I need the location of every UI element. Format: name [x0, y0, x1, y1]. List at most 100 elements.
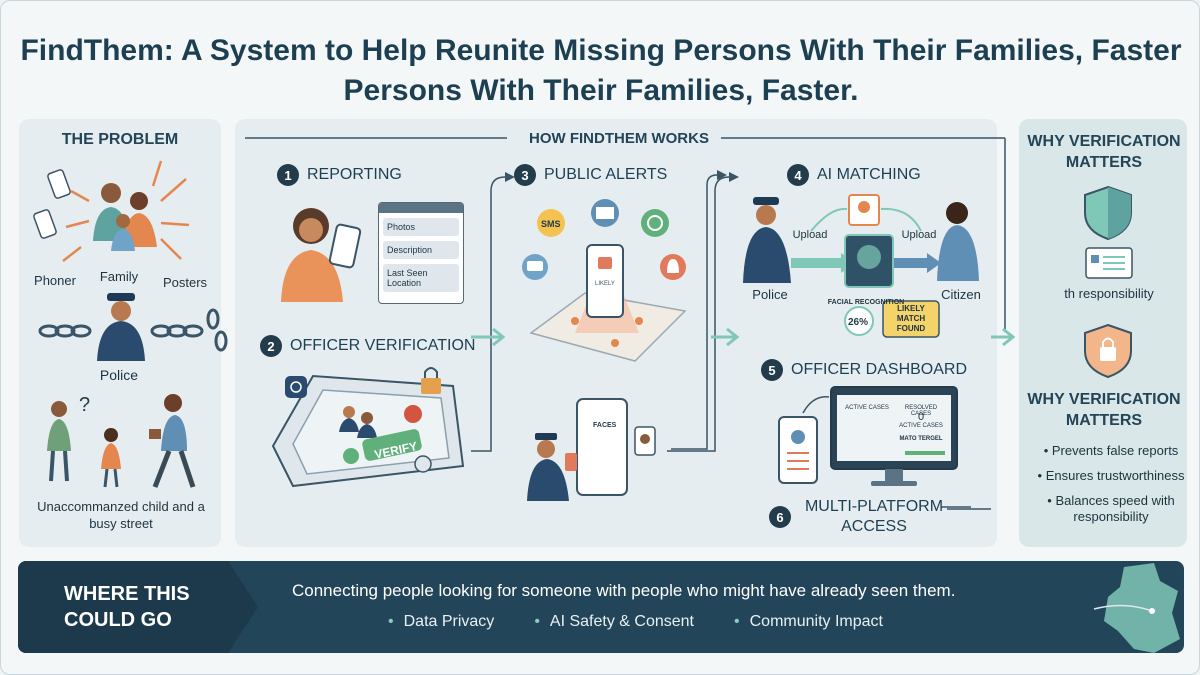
fingerprint-icon: [285, 376, 307, 398]
step-officer-dashboard: 5 OFFICER DASHBOARD: [761, 359, 967, 381]
lock-icon: [421, 367, 441, 394]
dash-match-label: MATO TERGEL: [899, 436, 943, 442]
officer-scanning-icon: [527, 433, 577, 501]
reporting-woman-icon: [281, 208, 362, 302]
faces-label: FACES: [593, 422, 617, 429]
step-label: AI MATCHING: [817, 166, 921, 183]
step-number: 5: [761, 359, 783, 381]
bottom-bullet: AI Safety & Consent: [534, 613, 694, 631]
why-heading-1: WHY VERIFICATION MATTERS: [1027, 133, 1181, 171]
verify-button[interactable]: [361, 428, 422, 462]
why-bullet: Prevents false reports: [1031, 443, 1191, 459]
report-form: Photos Description Last Seen Location: [378, 202, 464, 304]
works-heading-rule: [245, 137, 1006, 329]
match-found-badge: [882, 300, 940, 338]
upload-right-label: Upload: [901, 229, 937, 241]
problem-family-label: Family: [99, 269, 139, 284]
sms-label: SMS: [541, 219, 561, 229]
step-officer-verification: 2 OFFICER VERIFICATION: [260, 335, 475, 357]
step-number: 6: [769, 506, 791, 528]
bottom-bullets: Data Privacy AI Safety & Consent Communi…: [388, 613, 883, 631]
bottom-banner: WHERE THIS COULD GO Connecting people lo…: [18, 561, 1184, 653]
last-seen-location-field[interactable]: Last Seen Location: [383, 264, 459, 292]
mobile-app-icon: [778, 416, 818, 484]
faces-connector: [671, 170, 727, 450]
dashboard-illustration: [778, 386, 958, 486]
photos-field[interactable]: Photos: [383, 218, 459, 236]
step-number: 4: [787, 164, 809, 186]
dash-zero-value: 0: [917, 411, 925, 423]
police-officer-icon: [97, 293, 145, 361]
checklist-icon: [1085, 247, 1133, 279]
public-alerts-illustration: LIKELY SMS: [522, 199, 687, 362]
arrow-icons: [62, 160, 190, 262]
why-heading-2: WHY VERIFICATION MATTERS: [1027, 391, 1181, 429]
walking-person-icon: [149, 394, 196, 488]
description-field[interactable]: Description: [383, 241, 459, 259]
chat-icon: [522, 254, 548, 280]
police-icon: [743, 197, 791, 283]
step-label: OFFICER VERIFICATION: [290, 337, 476, 354]
phone-alert-icon: [586, 244, 624, 318]
street-scene: ?: [47, 394, 196, 488]
problem-posters-label: Posters: [162, 275, 208, 290]
whatsapp-icon: [641, 209, 669, 237]
bottom-bullet: Data Privacy: [388, 613, 495, 631]
why-bullet: Balances speed with responsibility: [1031, 493, 1191, 525]
dash-active-label: ACTIVE CASES: [845, 405, 889, 411]
step-label: OFFICER DASHBOARD: [791, 361, 968, 378]
accept-icon[interactable]: [343, 448, 359, 464]
title-line-2: Persons With Their Families, Faster.: [343, 74, 859, 107]
step-label: PUBLIC ALERTS: [544, 166, 668, 183]
child-icon: [47, 401, 121, 488]
phone-likely-label: LIKELY: [595, 281, 615, 287]
platform-connector: [947, 508, 991, 510]
match-found-label: LIKELY MATCH FOUND: [896, 304, 926, 333]
title-line-1: FindThem: A System to Help Reunite Missi…: [20, 34, 1182, 67]
sms-icon: SMS: [537, 209, 565, 237]
step-number: 1: [277, 164, 299, 186]
form-titlebar: [379, 203, 463, 213]
family-icon: [93, 183, 157, 251]
bottom-banner-left: [18, 561, 258, 653]
citizen-icon: [937, 202, 979, 281]
faces-phone-illustration: FACES: [527, 398, 656, 501]
svg-text:?: ?: [79, 394, 90, 416]
problem-police-label: Police: [99, 367, 139, 383]
bottom-bullet: Community Impact: [734, 613, 883, 631]
why-bullet: Ensures trustworthiness: [1031, 468, 1191, 484]
decline-icon[interactable]: [404, 405, 422, 423]
country-map-icon: [1093, 563, 1180, 653]
tagline: Connecting people looking for someone wi…: [292, 581, 956, 600]
step-label: MULTI-PLATFORM ACCESS: [804, 498, 944, 535]
step-reporting: 1 REPORTING: [277, 164, 402, 186]
ai-police-label: Police: [752, 287, 788, 302]
step-label: REPORTING: [307, 166, 402, 183]
dash-active2-label: ACTIVE CASES: [899, 423, 943, 429]
email-icon: [591, 199, 619, 227]
right-arrow: [991, 327, 1016, 347]
upload-left-label: Upload: [792, 229, 828, 241]
photo-icon: [848, 194, 880, 226]
why-bullets: Prevents false reports Ensures trustwort…: [1031, 443, 1191, 534]
ai-matching-illustration: 26%: [743, 194, 979, 338]
match-percent: 26%: [848, 317, 868, 328]
step-multi-platform-access: 6 MULTI-PLATFORM ACCESS: [769, 497, 949, 537]
problem-phone-label: Phoner: [34, 273, 76, 288]
officers-icon: [339, 406, 377, 438]
shield-lock-icon: [414, 455, 432, 473]
phone-icon: [33, 169, 71, 239]
step-ai-matching: 4 AI MATCHING: [787, 164, 921, 186]
chain-icon: [38, 308, 228, 352]
problem-heading: THE PROBLEM: [61, 131, 179, 148]
faces-phone-icon: [576, 398, 628, 496]
step-number: 2: [260, 335, 282, 357]
problem-caption: Unaccommanzed child and a busy street: [37, 499, 205, 531]
lock-shield-icon: [1084, 323, 1132, 379]
ai-citizen-label: Citizen: [941, 287, 981, 302]
why-snippet: th responsibility: [1064, 286, 1154, 301]
verification-tablet: VERIFY: [271, 367, 465, 488]
bell-icon: [660, 254, 686, 280]
facial-recognition-label: FACIAL RECOGNITION: [827, 299, 905, 306]
